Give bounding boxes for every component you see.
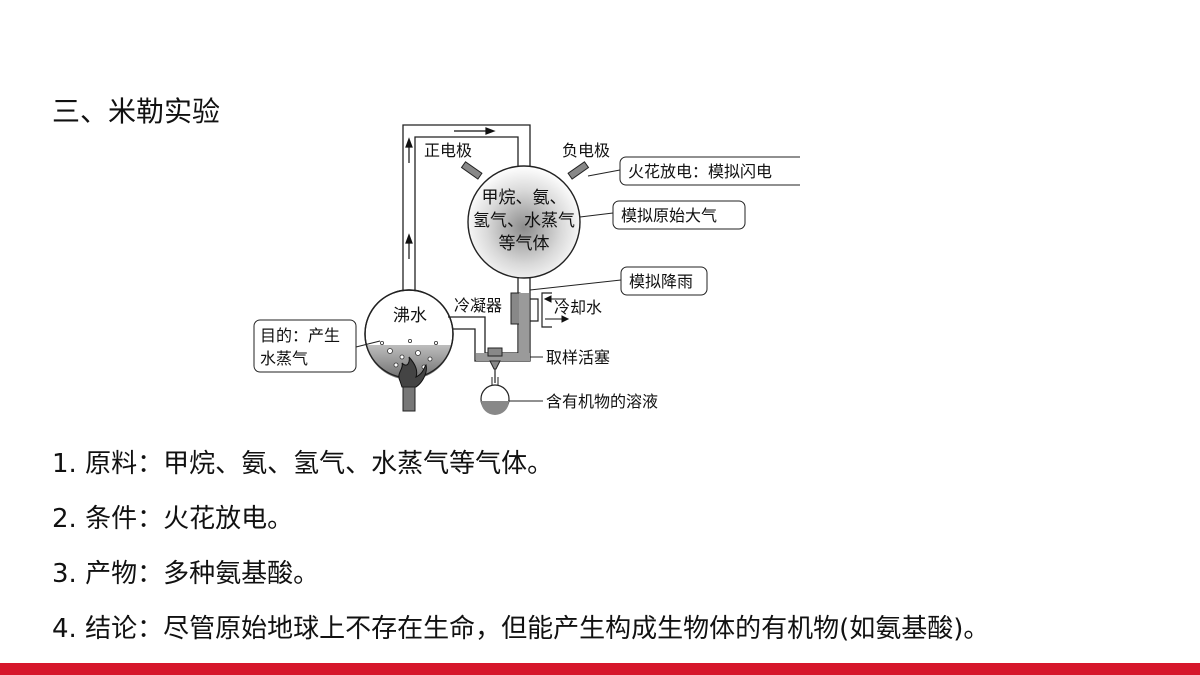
item-label: 产物 bbox=[85, 559, 138, 589]
item-text: ：甲烷、氨、氢气、水蒸气等气体。 bbox=[137, 449, 554, 479]
return-tube-fill bbox=[476, 353, 530, 361]
flow-arrow-top-tube bbox=[454, 127, 496, 135]
item-number: 4. bbox=[52, 614, 86, 644]
cooling-water-bracket bbox=[530, 292, 552, 328]
miller-apparatus-diagram: 甲烷、氨、 氢气、水蒸气 等气体 正电极 负电极 火花放电：模拟闪电 模拟原始大… bbox=[253, 124, 800, 415]
negative-electrode-icon bbox=[567, 161, 590, 180]
cooling-water-arrows bbox=[543, 295, 570, 323]
flask-gases-line2: 氢气、水蒸气 bbox=[473, 211, 575, 231]
spark-callout-box bbox=[619, 156, 800, 186]
page-title: 三、米勒实验 bbox=[52, 95, 221, 128]
burner-flame-icon bbox=[398, 356, 427, 388]
atmosphere-callout-label: 模拟原始大气 bbox=[621, 206, 717, 225]
negative-electrode-label: 负电极 bbox=[562, 141, 610, 160]
item-number: 2. bbox=[52, 504, 86, 534]
list-item-conditions: 2. 条件：火花放电。 bbox=[52, 499, 1172, 539]
spark-callout-label: 火花放电：模拟闪电 bbox=[628, 162, 772, 181]
rain-callout-label: 模拟降雨 bbox=[629, 272, 693, 291]
solution-label: 含有机物的溶液 bbox=[546, 392, 658, 411]
atmosphere-callout-box bbox=[612, 200, 746, 230]
item-text: ：火花放电。 bbox=[137, 504, 294, 534]
item-label: 结论 bbox=[85, 614, 138, 644]
return-tube-fill-vertical bbox=[519, 293, 529, 355]
bottom-accent-bar bbox=[0, 663, 1200, 675]
condenser-label: 冷凝器 bbox=[454, 296, 502, 315]
item-text: ：多种氨基酸。 bbox=[137, 559, 320, 589]
flask-gases-line1: 甲烷、氨、 bbox=[482, 188, 567, 208]
stopcock-icon bbox=[487, 347, 503, 383]
positive-electrode-icon bbox=[460, 161, 483, 180]
flask-gases-line3: 等气体 bbox=[499, 234, 550, 254]
item-number: 1. bbox=[52, 449, 86, 479]
rain-callout-box bbox=[620, 266, 708, 296]
boiling-water-label: 沸水 bbox=[393, 306, 427, 326]
item-number: 3. bbox=[52, 559, 86, 589]
purpose-callout-line2: 水蒸气 bbox=[260, 349, 308, 368]
purpose-callout-box bbox=[253, 319, 357, 373]
purpose-callout-line1: 目的：产生 bbox=[260, 326, 340, 345]
burner-stand bbox=[402, 386, 416, 412]
flow-arrows-left-tube bbox=[405, 137, 413, 259]
list-item-materials: 1. 原料：甲烷、氨、氢气、水蒸气等气体。 bbox=[52, 444, 1172, 484]
item-label: 原料 bbox=[85, 449, 138, 479]
item-text: ：尽管原始地球上不存在生命，但能产生构成生物体的有机物(如氨基酸)。 bbox=[137, 614, 990, 644]
cooling-water-label: 冷却水 bbox=[554, 298, 602, 317]
condenser bbox=[510, 292, 521, 325]
positive-electrode-label: 正电极 bbox=[424, 141, 472, 160]
conclusion-list: 1. 原料：甲烷、氨、氢气、水蒸气等气体。 2. 条件：火花放电。 3. 产物：… bbox=[52, 444, 1172, 664]
list-item-products: 3. 产物：多种氨基酸。 bbox=[52, 554, 1172, 594]
stopcock-label: 取样活塞 bbox=[546, 348, 610, 367]
item-label: 条件 bbox=[85, 504, 138, 534]
list-item-conclusion: 4. 结论：尽管原始地球上不存在生命，但能产生构成生物体的有机物(如氨基酸)。 bbox=[52, 609, 1172, 649]
collection-flask bbox=[480, 377, 510, 415]
glass-tube-loop bbox=[402, 124, 531, 295]
